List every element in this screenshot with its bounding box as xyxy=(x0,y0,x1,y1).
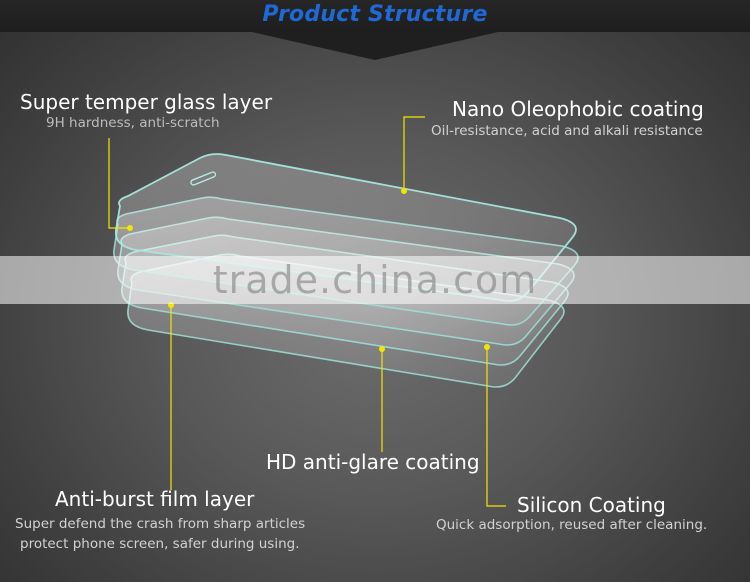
label-anti-burst-desc-1: Super defend the crash from sharp articl… xyxy=(15,516,306,532)
speaker-slot xyxy=(190,171,217,186)
page-title: Product Structure xyxy=(262,2,488,27)
header-notch xyxy=(252,32,498,60)
label-silicon-title: Silicon Coating xyxy=(517,493,666,517)
label-anti-burst-desc-2: protect phone screen, safer during using… xyxy=(20,536,300,552)
label-anti-burst-title: Anti-burst film layer xyxy=(55,487,255,511)
header-bar xyxy=(0,0,750,32)
leader-super-temper xyxy=(108,138,128,229)
label-hd-title: HD anti-glare coating xyxy=(266,450,480,474)
label-super-temper-title: Super temper glass layer xyxy=(20,90,273,114)
label-silicon-desc: Quick adsorption, reused after cleaning. xyxy=(436,517,708,533)
label-nano-title: Nano Oleophobic coating xyxy=(452,97,704,121)
watermark-text: trade.china.com xyxy=(212,258,538,302)
label-nano-desc: Oil-resistance, acid and alkali resistan… xyxy=(431,123,703,139)
leader-silicon xyxy=(486,348,506,507)
label-super-temper-desc: 9H hardness, anti-scratch xyxy=(46,115,220,131)
leader-nano xyxy=(403,116,425,190)
watermark-band xyxy=(0,256,750,304)
